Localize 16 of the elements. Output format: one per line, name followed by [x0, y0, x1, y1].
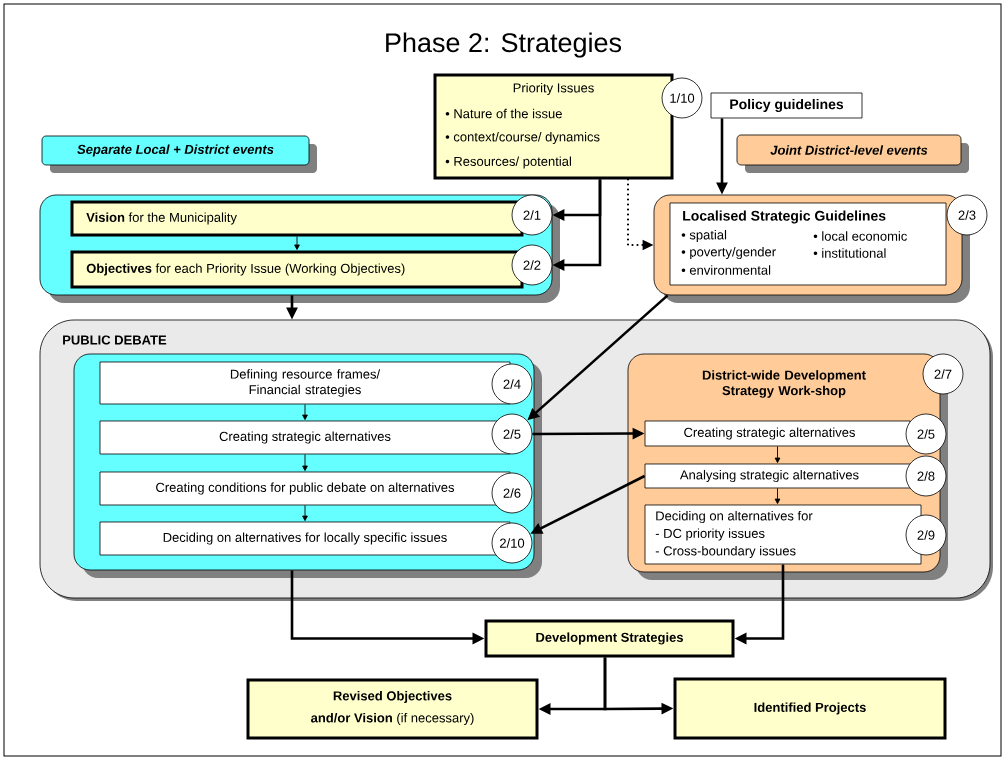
- result-box: Development Strategies: [484, 619, 735, 658]
- guideline-box: Localised Strategic Guidelines • spatial • poverty/gender • environmental • local economic • institutional: [669, 202, 947, 286]
- arrow: [294, 236, 300, 250]
- event-label: Joint District-level events: [736, 134, 969, 173]
- arrow: [302, 504, 308, 522]
- arrow: [774, 487, 781, 505]
- event-label: Separate Local + District events: [41, 135, 317, 173]
- arrow: [302, 453, 308, 472]
- result-box: Revised Objectives and/or Vision (if necessary): [246, 678, 539, 740]
- title: Phase 2: Strategies: [386, 32, 622, 58]
- arrow: [302, 403, 308, 421]
- result-box: Objectives for each Priority Issue (Working Objectives): [70, 250, 524, 289]
- result-box: Identified Projects: [673, 677, 947, 740]
- result-box: Vision for the Municipality: [70, 200, 524, 237]
- guideline-box: Policy guidelines: [710, 92, 863, 119]
- arrow: [774, 445, 781, 464]
